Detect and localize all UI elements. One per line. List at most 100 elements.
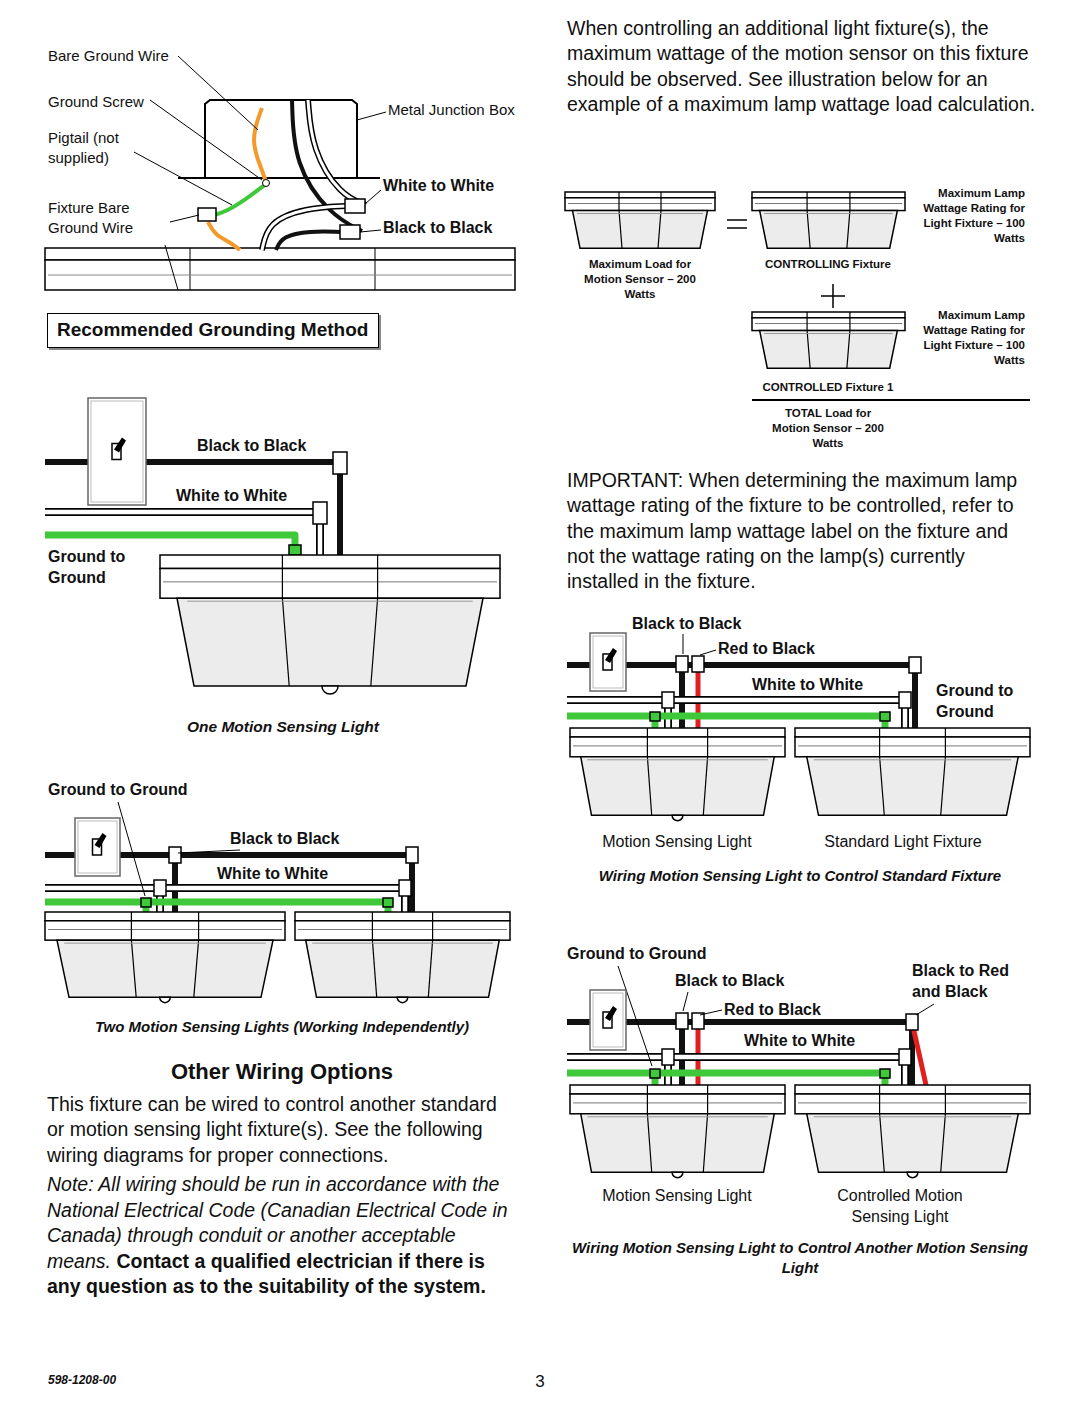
- line-art: [764, 213, 893, 214]
- line-art: [945, 1085, 946, 1114]
- line-art: [703, 757, 707, 816]
- line-art: [660, 192, 661, 211]
- wall-switch: [75, 818, 120, 876]
- wire-connector: [676, 1013, 688, 1029]
- line-art: [432, 912, 433, 940]
- leader-line: [360, 230, 381, 232]
- line-art: [619, 211, 622, 249]
- line-art: [806, 192, 807, 211]
- line-art: [64, 943, 266, 944]
- wall-switch: [590, 633, 626, 691]
- line-art: [208, 222, 240, 250]
- line-art: [752, 312, 905, 318]
- warning-text: Contact a qualified electrician if there…: [47, 1250, 486, 1298]
- line-art: [190, 248, 191, 290]
- line-art: [428, 940, 432, 997]
- line-art: [567, 1057, 905, 1085]
- line-art: [795, 737, 1030, 757]
- line-art: [567, 716, 885, 728]
- line-art: [879, 728, 880, 757]
- line-art: [672, 1172, 683, 1177]
- wire: [567, 1057, 905, 1085]
- light-fixture: [565, 192, 715, 248]
- wire-label: CONTROLLING Fixture: [743, 257, 913, 272]
- line-art: [88, 398, 146, 505]
- light-fixture: [795, 728, 1030, 815]
- leader-line: [683, 992, 688, 1011]
- wire-connector: [289, 545, 301, 555]
- line-art: [847, 211, 850, 249]
- line-art: [807, 1114, 1019, 1173]
- wire-connector: [406, 847, 418, 863]
- leader-line: [700, 1010, 722, 1015]
- light-fixture: [160, 555, 500, 694]
- equals-sign: [727, 227, 747, 229]
- line-art: [647, 1085, 648, 1114]
- wire: [208, 222, 240, 250]
- line-art: [573, 745, 782, 746]
- line-art: [798, 745, 1027, 746]
- line-art: [707, 728, 708, 757]
- line-art: [95, 833, 107, 848]
- wire-connector: [399, 880, 411, 896]
- wire-label: TOTAL Load for Motion Sensor – 200 Watts: [766, 406, 891, 451]
- line-art: [131, 940, 136, 997]
- line-art: [570, 1085, 785, 1094]
- note-paragraph: Note: All wiring should be run in accord…: [47, 1172, 519, 1300]
- line-art: [187, 601, 473, 602]
- light-fixture: [45, 912, 285, 1003]
- leader-line: [150, 100, 262, 180]
- heading-box: Recommended Grounding Method: [47, 313, 379, 348]
- line-art: [322, 686, 338, 694]
- wire-label: White to White: [217, 864, 367, 885]
- line-art: [587, 759, 768, 760]
- wire-label: Maximum Load for Motion Sensor – 200 Wat…: [584, 257, 696, 302]
- leader-line: [170, 215, 199, 222]
- line-art: [78, 821, 117, 873]
- line-art: [295, 912, 510, 921]
- wire-label: White to White: [752, 675, 902, 696]
- line-art: [807, 757, 1019, 816]
- line-art: [879, 1085, 880, 1114]
- light-fixture: [752, 192, 905, 248]
- line-art: [590, 990, 626, 1050]
- line-art: [372, 940, 376, 997]
- line-art: [163, 581, 497, 582]
- wire-connector: [141, 898, 151, 907]
- line-art: [114, 438, 126, 453]
- line-art: [593, 636, 623, 688]
- line-art: [262, 206, 347, 250]
- wire-connector: [676, 656, 688, 672]
- figure-caption: Wiring Motion Sensing Light to Control A…: [555, 1238, 1045, 1277]
- line-art: [605, 1006, 617, 1021]
- wire-label: Motion Sensing Light: [577, 832, 777, 853]
- wire-label: Black to Black: [383, 218, 518, 239]
- wire-label: White to White: [383, 176, 518, 197]
- leader-line: [357, 112, 386, 120]
- wire-connector: [692, 1013, 704, 1029]
- line-art: [397, 997, 408, 1002]
- line-art: [945, 728, 946, 757]
- line-art: [177, 598, 483, 686]
- line-art: [581, 1114, 775, 1173]
- wire-connector: [880, 712, 890, 721]
- light-fixture: [570, 728, 785, 821]
- line-art: [371, 598, 378, 686]
- wire-connector: [340, 225, 360, 239]
- line-art: [798, 1102, 1027, 1103]
- light-fixture: [295, 912, 510, 1003]
- wire-label: Black to Black: [230, 829, 380, 850]
- line-art: [941, 1114, 946, 1173]
- line-art: [764, 333, 893, 334]
- line-art: [587, 1116, 768, 1117]
- line-art: [160, 569, 500, 599]
- line-art: [807, 331, 810, 369]
- wire: [262, 206, 347, 250]
- wall-switch: [590, 990, 626, 1050]
- line-art: [605, 648, 617, 663]
- wire-connector: [899, 1049, 911, 1065]
- line-art: [308, 100, 366, 205]
- wire: [308, 100, 366, 205]
- wire-label: Standard Light Fixture: [793, 832, 1013, 853]
